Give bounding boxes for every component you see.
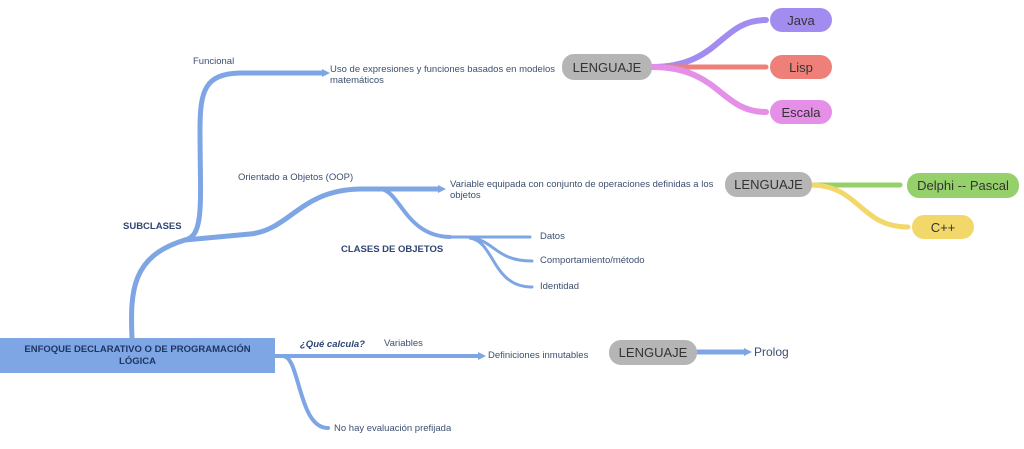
- language-prolog-label: Prolog: [754, 345, 789, 359]
- connector-lenguaje-cpp: [809, 182, 911, 230]
- language-escala-node[interactable]: Escala: [770, 100, 832, 124]
- clase-identidad: Identidad: [540, 281, 580, 292]
- oop-label: Orientado a Objetos (OOP): [238, 172, 354, 183]
- variables-label: Variables: [384, 338, 423, 349]
- connector-lenguaje-escala: [649, 64, 769, 115]
- language-cpp-node[interactable]: C++: [912, 215, 974, 239]
- connector-root-noeval: [281, 354, 330, 430]
- clases-objetos-label: CLASES DE OBJETOS: [341, 244, 444, 255]
- connector-lenguaje-java: [649, 17, 769, 70]
- root-node[interactable]: ENFOQUE DECLARATIVO O DE PROGRAMACIÓN LÓ…: [0, 338, 275, 373]
- connector-subclases-oop: [182, 186, 441, 243]
- language-java-node[interactable]: Java: [770, 8, 832, 32]
- funcional-lenguaje-node[interactable]: LENGUAJE: [562, 54, 652, 80]
- funcional-label: Funcional: [193, 56, 235, 67]
- que-calcula-label: ¿Qué calcula?: [300, 339, 365, 350]
- connector-clases-identidad: [468, 236, 534, 289]
- language-delphi-pascal-node[interactable]: Delphi -- Pascal: [907, 173, 1019, 198]
- connector-root-subclases: [129, 237, 188, 341]
- oop-lenguaje-node[interactable]: LENGUAJE: [725, 172, 812, 197]
- connector-oop-clases: [378, 187, 452, 239]
- connector-subclases-funcional: [182, 70, 325, 243]
- clase-datos: Datos: [540, 231, 565, 242]
- funcional-description: Uso de expresiones y funciones basados e…: [330, 64, 555, 86]
- arrow-heads: [322, 69, 752, 360]
- oop-description: Variable equipada con conjunto de operac…: [450, 179, 714, 201]
- prolog-lenguaje-node[interactable]: LENGUAJE: [609, 340, 697, 365]
- subclases-label: SUBCLASES: [123, 221, 182, 232]
- language-lisp-node[interactable]: Lisp: [770, 55, 832, 79]
- definiciones-label: Definiciones inmutables: [488, 350, 589, 361]
- clase-comportamiento: Comportamiento/método: [540, 255, 645, 266]
- root-label: ENFOQUE DECLARATIVO O DE PROGRAMACIÓN LÓ…: [24, 343, 251, 367]
- no-eval-label: No hay evaluación prefijada: [334, 423, 452, 434]
